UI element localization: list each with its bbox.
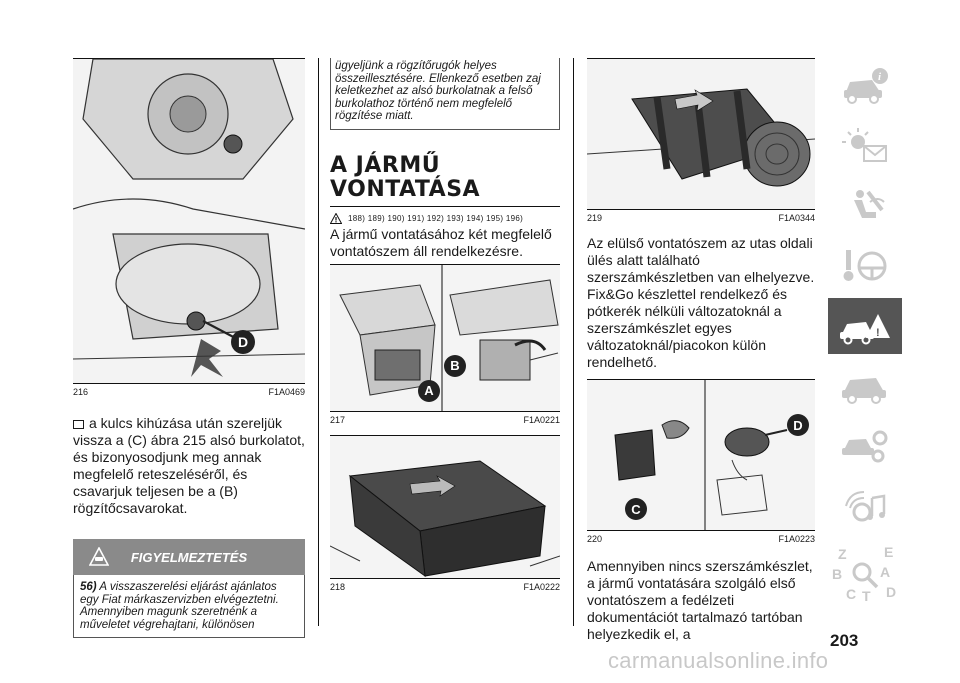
- tab-technical-data[interactable]: [828, 418, 902, 474]
- page-number: 203: [830, 631, 859, 650]
- figure-number: 217: [330, 414, 346, 425]
- svg-text:i: i: [878, 71, 882, 83]
- tab-safety[interactable]: [828, 178, 902, 234]
- figure-216-caption: 216 F1A0469: [73, 387, 305, 397]
- figure-216: D: [73, 58, 305, 384]
- alphabetical-index-icon: Z E B A C T D: [832, 544, 897, 604]
- figure-220: C D: [587, 379, 815, 531]
- column-separator: [573, 58, 574, 626]
- warning-number: 56): [80, 581, 97, 593]
- body-paragraph: A jármű vontatásához két megfelelő vonta…: [330, 225, 552, 259]
- warning-references: 188) 189) 190) 191) 192) 193) 194) 195) …: [330, 212, 560, 224]
- callout-c: C: [625, 498, 647, 520]
- car-gears-icon: [842, 430, 888, 463]
- figure-216-illustration: [73, 59, 305, 383]
- tab-multimedia[interactable]: [828, 478, 902, 534]
- car-maintenance-icon: [842, 378, 886, 404]
- figure-number: 218: [330, 581, 346, 592]
- callout-d: D: [231, 330, 255, 354]
- callout-a: A: [418, 379, 440, 402]
- figure-220-illustration: [587, 380, 815, 530]
- warning-light-message-icon: [842, 128, 887, 162]
- figure-219-illustration: [587, 59, 815, 209]
- warning-continued: ügyeljünk a rögzítőrugók helyes összeill…: [330, 58, 560, 130]
- car-breakdown-icon: !: [840, 314, 890, 345]
- tab-index[interactable]: Z E B A C T D: [828, 540, 902, 610]
- tab-warning-lights[interactable]: [828, 118, 902, 174]
- section-title: A JÁRMŰ VONTATÁSA: [330, 152, 481, 202]
- figure-218-illustration: [330, 435, 560, 578]
- car-info-icon: i: [844, 68, 888, 104]
- svg-text:!: !: [876, 327, 880, 339]
- warning-body: 56) A visszaszerelési eljárást ajánlatos…: [73, 575, 305, 638]
- tab-starting-driving[interactable]: [828, 238, 902, 294]
- figure-218-caption: 218 F1A0222: [330, 582, 560, 592]
- figure-220-caption: 220 F1A0223: [587, 534, 815, 544]
- car-warning-icon: [88, 546, 110, 570]
- figure-219: [587, 58, 815, 210]
- square-bullet-icon: [73, 419, 84, 429]
- figure-number: 216: [73, 387, 89, 397]
- body-paragraph: a kulcs kihúzása után szereljük vissza a…: [73, 415, 305, 516]
- figure-code: F1A0223: [778, 534, 815, 544]
- callout-b: B: [444, 354, 466, 377]
- callout-d: D: [787, 414, 809, 436]
- figure-number: 220: [587, 534, 603, 544]
- warning-triangle-icon: [330, 212, 342, 224]
- tab-emergency[interactable]: !: [828, 298, 902, 354]
- column-1: D 216 F1A0469 a kulcs kihúzása után szer…: [73, 58, 305, 638]
- key-steering-wheel-icon: [843, 250, 887, 281]
- body-paragraph: Az elülső vontatószem az utas oldali ülé…: [587, 235, 815, 370]
- tab-maintenance[interactable]: [828, 358, 902, 414]
- column-2: ügyeljünk a rögzítőrugók helyes összeill…: [330, 58, 560, 592]
- tab-car-info[interactable]: i: [828, 58, 902, 114]
- column-separator: [318, 58, 319, 626]
- figure-code: F1A0469: [268, 387, 305, 397]
- figure-code: F1A0222: [523, 581, 560, 592]
- figure-219-caption: 219 F1A0344: [587, 213, 815, 223]
- figure-number: 219: [587, 213, 603, 223]
- body-paragraph: Amennyiben nincs szerszámkészlet, a járm…: [587, 558, 813, 642]
- watermark: carmanualsonline.info: [608, 648, 829, 673]
- figure-code: F1A0221: [523, 414, 560, 425]
- figure-217-caption: 217 F1A0221: [330, 415, 560, 425]
- multimedia-icon: [845, 491, 886, 522]
- warning-heading: FIGYELMEZTETÉS: [73, 539, 305, 575]
- figure-218: [330, 434, 560, 579]
- warning-block: FIGYELMEZTETÉS 56) A visszaszerelési elj…: [73, 539, 305, 638]
- title-rule: [330, 205, 560, 207]
- figure-217: A B: [330, 263, 560, 412]
- figure-217-illustration: [330, 264, 560, 411]
- magnifier-icon: [852, 562, 879, 589]
- figure-code: F1A0344: [778, 213, 815, 223]
- seat-airbag-icon: [854, 190, 885, 218]
- column-3: 219 F1A0344 Az elülső vontatószem az uta…: [587, 58, 815, 643]
